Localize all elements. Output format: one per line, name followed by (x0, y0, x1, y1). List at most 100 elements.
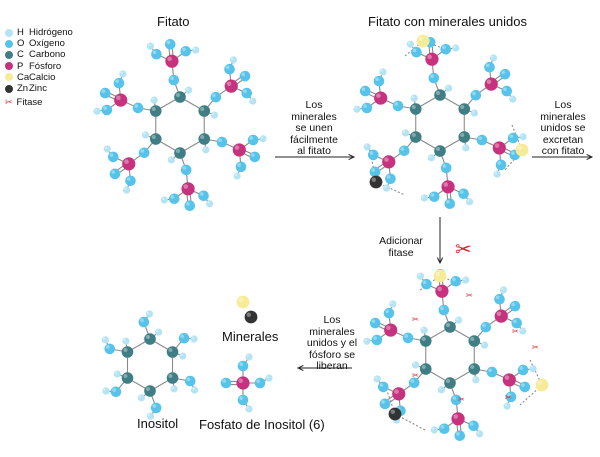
atom-highlight (488, 368, 492, 373)
hydrogen-atom (472, 376, 480, 384)
atom-highlight (421, 327, 425, 331)
arrow-add-enzyme-head (436, 257, 444, 265)
hydrogen-atom (190, 335, 198, 343)
atom-highlight (520, 328, 523, 332)
atom-highlight (467, 199, 470, 202)
note-add-enzyme: Adicionar fitase (368, 235, 434, 259)
atom-highlight (453, 414, 459, 419)
atom-highlight (456, 317, 459, 321)
legend-name: Oxígeno (29, 38, 65, 50)
atom-highlight (241, 72, 246, 77)
overlay-layer: ✂✂✂✂✂✂✂✂ (275, 153, 594, 404)
atom-highlight (453, 45, 456, 49)
legend-symbol: Zn (17, 83, 29, 95)
atom-highlight (203, 147, 206, 150)
hydrogen-atom (245, 353, 253, 361)
hydrogen-atom (146, 412, 155, 420)
atom-highlight (471, 110, 475, 114)
oxygen-atom (168, 193, 180, 205)
atom-highlight (211, 112, 215, 116)
oxygen-atom (184, 375, 196, 387)
hydrogen-atom (519, 133, 527, 141)
atom-highlight (134, 104, 139, 108)
phosphorus-atom (165, 54, 179, 68)
atom-highlight (411, 95, 415, 99)
atom-highlight (140, 149, 145, 153)
oxygen-atom (444, 198, 456, 210)
atom-highlight (460, 132, 465, 137)
note-line: fácilmente (290, 133, 338, 146)
oxygen-atom (438, 304, 450, 316)
scissors-icon: ✂ (512, 327, 519, 336)
oxygen-atom (184, 200, 196, 212)
note-line: minerales (309, 325, 355, 338)
atom-highlight (256, 379, 260, 383)
atom-highlight (379, 383, 384, 387)
oxygen-atom (428, 72, 440, 84)
hydrogen-atom (233, 172, 241, 180)
oxygen-atom (138, 147, 150, 159)
atom-highlight (102, 337, 106, 340)
atom-highlight (442, 164, 447, 168)
atom-highlight (400, 147, 405, 151)
hydrogen-atom (455, 316, 463, 324)
phosphorus-atom (392, 387, 406, 401)
carbon-atom (174, 147, 186, 159)
note-line: Adicionar (379, 235, 423, 247)
hydrogen-atom (179, 352, 187, 360)
atom-highlight (186, 202, 190, 206)
calcium-atom (416, 34, 430, 48)
phosphorus-atom (114, 93, 128, 107)
legend-item-oxygen: O Oxígeno (5, 38, 73, 49)
oxygen-atom (180, 164, 192, 176)
calcium-atom (515, 143, 529, 157)
hydrogen-atom (489, 54, 498, 62)
oxygen-atom (377, 381, 389, 393)
phosphorus-atom (494, 309, 508, 323)
atom-highlight (520, 134, 524, 137)
arrow-excrete-head (586, 153, 594, 161)
legend-item-phosphorus: P Fósforo (5, 61, 73, 72)
atom-highlight (200, 106, 205, 111)
atom-highlight (363, 104, 367, 109)
hydrogen-atom (529, 365, 537, 373)
phosphorus-atom (484, 77, 498, 91)
atom-highlight (501, 70, 506, 75)
oxygen-atom (235, 161, 247, 173)
atom-highlight (111, 170, 115, 174)
hydrogen-atom (93, 107, 101, 115)
note-line: con fitato (541, 145, 585, 157)
zinc-atom (388, 407, 402, 421)
scissors-icon: ✂ (532, 343, 539, 352)
atom-highlight (152, 404, 157, 408)
oxygen-atom (476, 134, 488, 146)
atom-highlight (151, 106, 156, 111)
atom-highlight (182, 47, 186, 52)
atom-highlight (384, 185, 387, 189)
calcium-swatch (5, 73, 13, 82)
carbon-atom (458, 131, 471, 143)
hydrogen-atom (146, 42, 155, 50)
oxygen-atom (361, 102, 373, 114)
atom-highlight (438, 387, 442, 390)
legend-item-calcium: Ca Calcio (5, 72, 73, 83)
scissors-icon: ✂ (466, 291, 473, 300)
oxygen-atom (373, 75, 385, 87)
title-phytate: Fitato (157, 14, 190, 29)
hydrogen-atom (475, 430, 484, 438)
atom-highlight (503, 87, 507, 92)
atom-highlight (238, 378, 243, 383)
atom-highlight (412, 48, 417, 53)
hydrogen-atom (462, 144, 470, 152)
legend-symbol: Ca (17, 71, 30, 83)
atom-highlight (106, 345, 110, 349)
title-phytate-minerals: Fitato con minerales unidos (368, 14, 527, 29)
atom-highlight (146, 311, 150, 314)
calcium-atom (236, 295, 250, 309)
hydrogen-atom (210, 111, 219, 119)
phosphorus-atom (425, 52, 439, 66)
note-line: se unen (295, 122, 333, 134)
oxygen-atom (440, 162, 452, 174)
carbon-swatch (5, 50, 13, 59)
atom-highlight (371, 177, 377, 182)
